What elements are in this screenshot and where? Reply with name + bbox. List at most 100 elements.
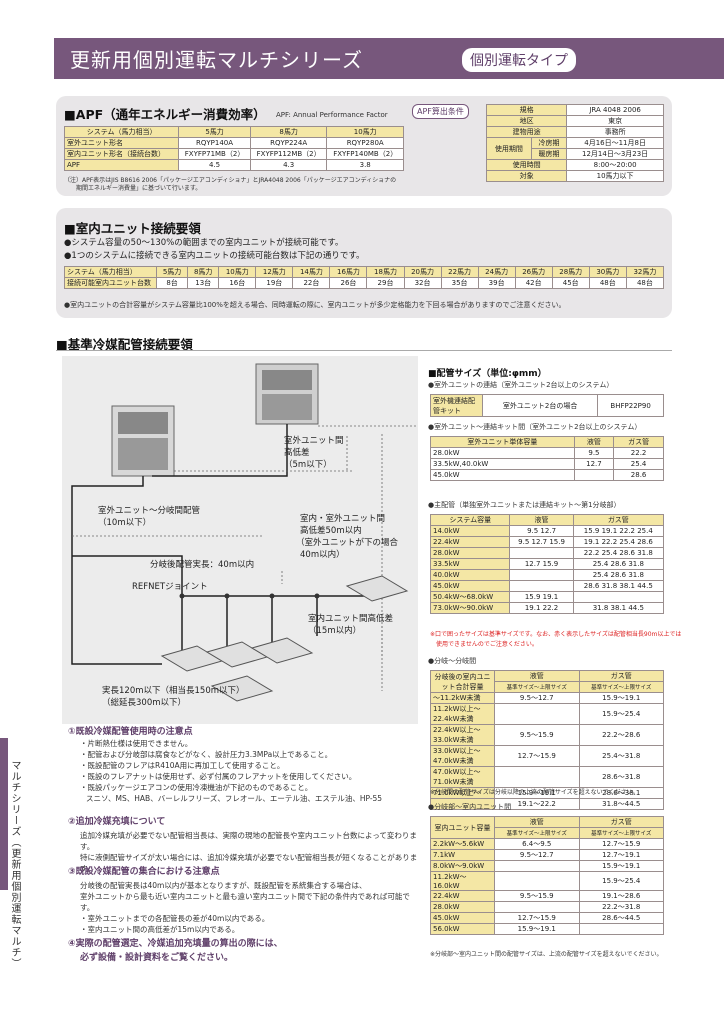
indoor-row-head: システム（馬力相当） [64, 266, 157, 278]
main-head: 液管 [509, 514, 574, 526]
unit-head: 室内ユニット容量 [430, 816, 495, 839]
table-cell: 12.7〜15.9 [494, 745, 580, 767]
cond-val: 事務所 [566, 126, 664, 138]
table-cell: 19.1〜28.6 [578, 890, 664, 902]
main-note-2: 使用できませんのでご注意ください。 [436, 641, 538, 648]
conn-cell: 12.7 [573, 458, 615, 470]
table-cell [494, 703, 580, 725]
indoor-units-cell: 19台 [255, 277, 294, 289]
indoor-note: ●室内ユニットの合計容量がシステム容量比100%を超える場合、同時運転の際に、室… [64, 301, 566, 309]
indoor-units-cell: 32台 [403, 277, 442, 289]
kit-case: 室外ユニット2台の場合 [481, 394, 599, 417]
diagram-label: 室内・室外ユニット間 [300, 514, 386, 524]
apf-cell: FXYFP112MB（2） [249, 148, 328, 160]
apf-cell: APF [63, 159, 180, 171]
conn-cell: 9.5 [573, 447, 615, 459]
caution-item: ・既設のフレアナットは使用せず、必ず付属のフレアナットを使用してください。 [80, 772, 357, 781]
branch-note: ※分岐間の配管サイズは分岐以降の上流の配管サイズを超えないでください。 [430, 789, 639, 796]
branch-head: 液管 [494, 670, 580, 682]
diagram-label: （5m以下） [284, 460, 332, 470]
table-cell: 15.9〜25.4 [578, 871, 664, 891]
table-cell [509, 547, 574, 559]
table-cell: 9.5 12.7 [509, 525, 574, 537]
indoor-units-cell: 29台 [366, 277, 405, 289]
indoor-panel [56, 208, 672, 318]
apf-head: 8馬力 [249, 126, 328, 138]
diagram-label: 室内ユニット間高低差 [308, 614, 394, 624]
indoor-bullet-1: ●システム容量の50〜130%の範囲までの室内ユニットが接続可能です。 [64, 238, 344, 248]
table-cell: 2.2kW〜5.6kW [430, 838, 495, 850]
table-cell: 28.6〜31.8 [578, 766, 664, 788]
indoor-hp-cell: 24馬力 [477, 266, 516, 278]
table-cell: 33.0kW以上〜47.0kW未満 [430, 745, 495, 767]
branch-title: ●分岐〜分岐間 [428, 657, 477, 665]
table-cell: 12.7 15.9 [509, 558, 574, 570]
table-cell: 25.4 28.6 31.8 [572, 569, 665, 581]
diagram-label: 高低差50m以内 [300, 526, 362, 536]
indoor-hp-cell: 18馬力 [366, 266, 405, 278]
table-cell: 15.9〜19.1 [578, 692, 664, 704]
caution-2-list: 追加冷媒充填が必要でない配管相当長は、実際の現地の配管長や室内ユニット台数によっ… [80, 830, 420, 874]
unit-sub: 基準サイズ〜上限サイズ [494, 827, 580, 839]
table-cell: 22.2〜28.6 [578, 724, 664, 746]
diagram-label: （10m以下） [98, 518, 152, 528]
apf-cell: 室内ユニット形名（接続台数） [63, 148, 180, 160]
cond-key: 対象 [485, 170, 568, 182]
apf-title: ■APF（通年エネルギー消費効率） [64, 107, 266, 122]
unit-pipe-title: ●分岐部〜室内ユニット間 [428, 803, 512, 811]
indoor-hp-cell: 14馬力 [292, 266, 331, 278]
table-cell [578, 923, 664, 935]
apf-cell: 室外ユニット形名 [63, 137, 180, 149]
table-cell: 22.4kW以上〜33.0kW未満 [430, 724, 495, 746]
caution-item: 分岐後の配管実長は40m以内が基本となりますが、既設配管を系統集合する場合は、 [80, 881, 367, 890]
caution-4-title-2: 必ず設備・設計資料をご覧ください。 [80, 953, 234, 963]
caution-3-list: 分岐後の配管実長は40m以内が基本となりますが、既設配管を系統集合する場合は、 … [80, 880, 420, 935]
table-cell: 31.8 38.1 44.5 [572, 602, 665, 614]
diagram-label: 40m以内） [300, 550, 345, 560]
main-head: システム容量 [429, 514, 511, 526]
indoor-hp-cell: 32馬力 [625, 266, 665, 278]
caution-3-title: ③既設冷媒配管の集合における注意点 [68, 867, 220, 877]
apf-cell: FXYFP140MB（2） [326, 148, 404, 160]
apf-cell: 4.5 [178, 159, 251, 171]
table-cell: 33.5kW [429, 558, 511, 570]
table-cell [494, 766, 580, 788]
kit-model: BHFP22P90 [597, 394, 664, 417]
indoor-hp-cell: 28馬力 [551, 266, 590, 278]
indoor-hp-cell: 30馬力 [588, 266, 627, 278]
unit-pipe-table: 室内ユニット容量液管ガス管 基準サイズ〜上限サイズ基準サイズ〜上限サイズ 2.2… [430, 816, 664, 935]
table-cell: 12.7〜15.9 [494, 912, 580, 924]
apf-head: システム（馬力相当） [63, 126, 180, 138]
indoor-units-cell: 48台 [588, 277, 627, 289]
table-cell: 28.6 31.8 38.1 44.5 [572, 580, 665, 592]
piping-diagram [71, 363, 417, 702]
table-cell: 〜11.2kW未満 [430, 692, 495, 704]
table-cell: 28.0kW [430, 901, 495, 913]
table-cell: 14.0kW [429, 525, 511, 537]
table-cell: 19.1 22.2 25.4 28.6 [572, 536, 665, 548]
cond-key: 冷房期 [530, 137, 568, 149]
outdoor-unit-front [111, 405, 175, 477]
branch-table: 分岐後の室内ユニット合計容量液管ガス管 基準サイズ〜上限サイズ基準サイズ〜上限サ… [430, 670, 664, 810]
apf-head: 10馬力 [326, 126, 404, 138]
pipe-size-title: ■配管サイズ（単位:φmm） [428, 369, 547, 379]
table-cell [494, 871, 580, 891]
side-tab-label: マルチシリーズ（更新用個別運転マルチ） [9, 760, 20, 969]
indoor-units-cell: 42台 [514, 277, 553, 289]
cond-key: 暖房期 [530, 148, 568, 160]
table-cell [494, 901, 580, 913]
conn-cell: 45.0kW [430, 469, 575, 481]
